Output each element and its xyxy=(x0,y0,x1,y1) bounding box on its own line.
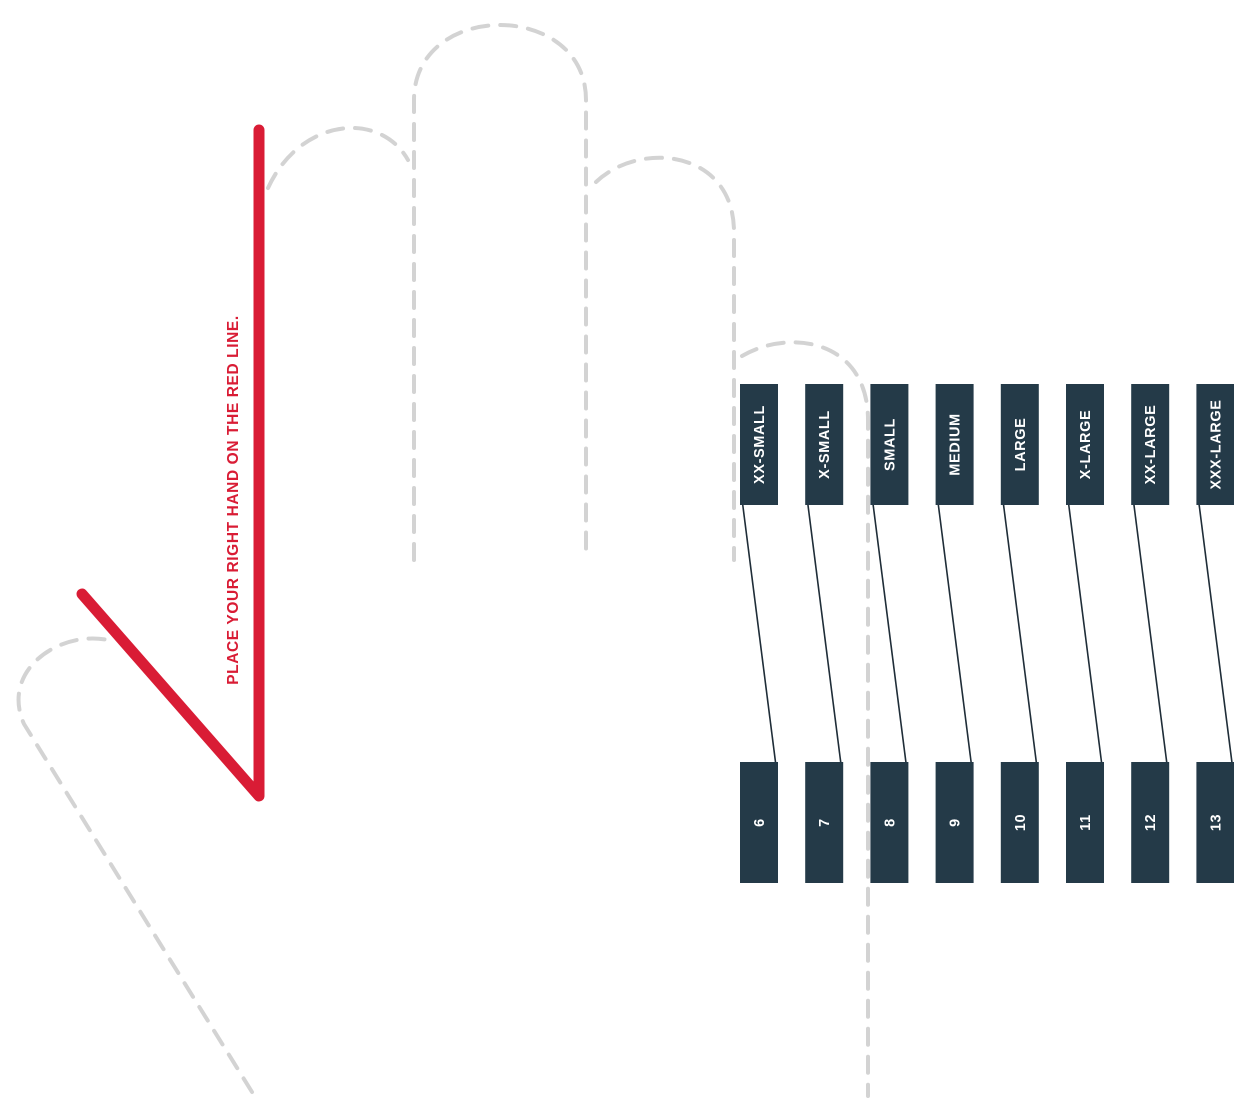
middle-finger-outline xyxy=(414,25,586,560)
size-entry: X-SMALL 7 xyxy=(805,384,843,883)
glove-size-number-text: 11 xyxy=(1078,814,1094,831)
size-entry: X-LARGE 11 xyxy=(1066,384,1104,883)
index-finger-outline xyxy=(268,128,408,188)
glove-size-number-text: 9 xyxy=(948,818,964,827)
size-label-text: X-SMALL xyxy=(817,410,833,479)
size-label-text: SMALL xyxy=(882,418,898,471)
size-chart: XX-SMALL 6 X-SMALL 7 SMALL 8 MEDIUM 9 LARGE 10 X-L… xyxy=(740,384,1234,883)
size-label-text: MEDIUM xyxy=(948,413,964,475)
ring-finger-outline xyxy=(596,158,734,560)
size-connector-line xyxy=(1133,499,1167,766)
size-label-text: XXX-LARGE xyxy=(1208,400,1224,490)
size-label-text: X-LARGE xyxy=(1078,410,1094,479)
glove-size-number-text: 10 xyxy=(1013,814,1029,831)
size-entry: XXX-LARGE 13 xyxy=(1196,384,1234,883)
size-entry: MEDIUM 9 xyxy=(936,384,974,883)
size-connector-line xyxy=(742,499,776,766)
size-label-text: LARGE xyxy=(1013,418,1029,472)
size-entry: LARGE 10 xyxy=(1001,384,1039,883)
size-entry: XX-SMALL 6 xyxy=(740,384,778,883)
instruction-text: PLACE YOUR RIGHT HAND ON THE RED LINE. xyxy=(225,315,242,685)
glove-size-number-text: 12 xyxy=(1143,814,1159,831)
thumb-outline xyxy=(19,638,252,1092)
hand-outline xyxy=(19,25,868,1096)
size-connector-line xyxy=(807,499,841,766)
size-entry: SMALL 8 xyxy=(870,384,908,883)
glove-size-number-text: 13 xyxy=(1208,814,1224,831)
size-connector-line xyxy=(938,499,972,766)
size-connector-line xyxy=(1198,499,1232,766)
size-entry: XX-LARGE 12 xyxy=(1131,384,1169,883)
size-label-text: XX-LARGE xyxy=(1143,405,1159,485)
size-connector-line xyxy=(872,499,906,766)
glove-size-number-text: 8 xyxy=(882,818,898,827)
glove-size-number-text: 7 xyxy=(817,818,833,827)
size-connector-line xyxy=(1003,499,1037,766)
size-label-text: XX-SMALL xyxy=(752,405,768,484)
size-connector-line xyxy=(1068,499,1102,766)
glove-size-number-text: 6 xyxy=(752,818,768,827)
